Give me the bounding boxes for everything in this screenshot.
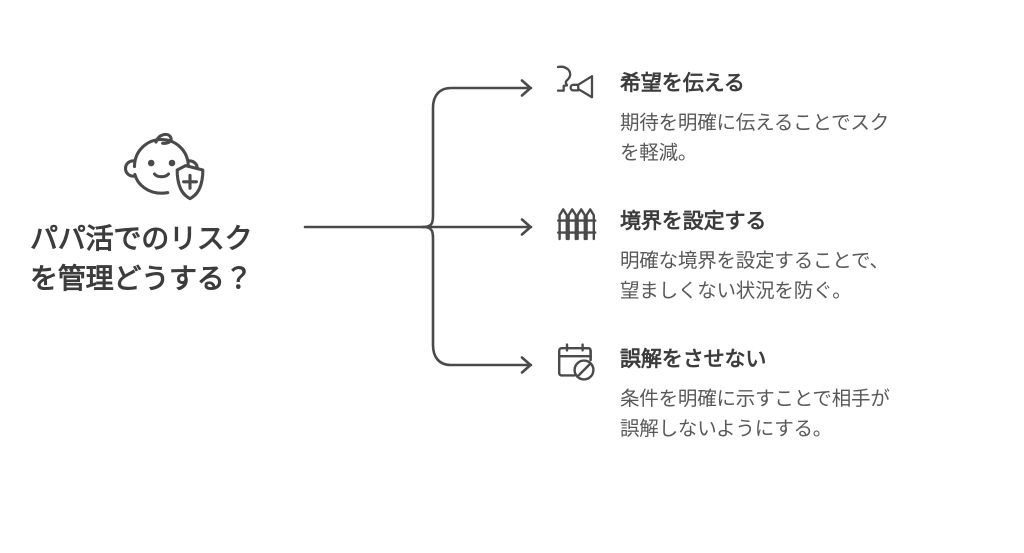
branch-description-1: 明確な境界を設定することで、 望ましくない状況を防ぐ。 [620, 250, 889, 302]
branch-item-0: 希望を伝える 期待を明確に伝えることでスク を軽減。 [552, 62, 972, 169]
branch-text-1: 境界を設定する 明確な境界を設定することで、 望ましくない状況を防ぐ。 [620, 200, 972, 307]
baby-shield-icon [118, 130, 305, 213]
root-node: パパ活でのリスク を管理どうする？ [30, 130, 305, 299]
branch-description-2: 条件を明確に示すことで相手が 誤解しないようにする。 [620, 388, 890, 440]
calendar-blocked-icon [552, 338, 598, 384]
branch-text-2: 誤解をさせない 条件を明確に示すことで相手が 誤解しないようにする。 [620, 338, 972, 445]
branch-connectors [303, 79, 533, 374]
arrow-head-0 [520, 79, 532, 97]
fence-icon [552, 200, 598, 246]
branch-text-0: 希望を伝える 期待を明確に伝えることでスク を軽減。 [620, 62, 972, 169]
arrow-head-2 [520, 356, 532, 374]
branch-item-2: 誤解をさせない 条件を明確に示すことで相手が 誤解しないようにする。 [552, 338, 972, 445]
arrow-head-1 [520, 218, 532, 236]
branch-line-0 [421, 86, 533, 229]
branch-heading-1: 境界を設定する [620, 210, 767, 233]
branch-heading-2: 誤解をさせない [620, 348, 767, 371]
megaphone-speaker-icon [552, 62, 598, 108]
branch-heading-0: 希望を伝える [620, 72, 745, 95]
branch-description-0: 期待を明確に伝えることでスク を軽減。 [620, 112, 890, 164]
branch-line-2 [421, 225, 533, 367]
page-title: パパ活でのリスク を管理どうする？ [30, 223, 253, 294]
branch-item-1: 境界を設定する 明確な境界を設定することで、 望ましくない状況を防ぐ。 [552, 200, 972, 307]
